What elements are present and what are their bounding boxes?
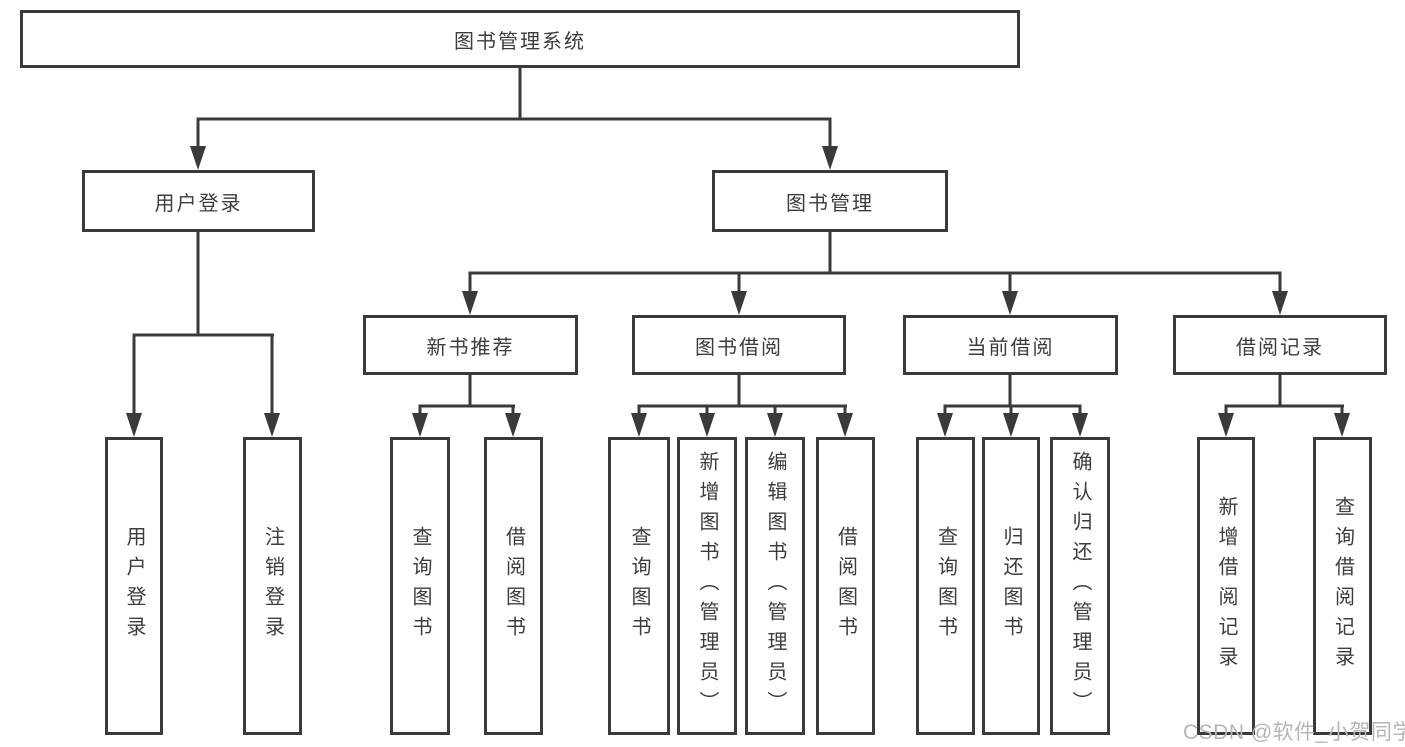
leaf-logout-login: 注销登录: [243, 437, 302, 735]
node-book-management: 图书管理: [712, 170, 948, 232]
leaf-query-borrow-record: 查询借阅记录: [1313, 437, 1372, 735]
leaf-edit-books-admin: 编辑图书（管理员）: [745, 437, 805, 735]
node-user-login: 用户登录: [82, 170, 315, 232]
leaf-confirm-return-admin: 确认归还（管理员）: [1050, 437, 1110, 735]
leaf-return-books: 归还图书: [982, 437, 1040, 735]
node-book-borrow: 图书借阅: [632, 315, 846, 375]
node-borrow-records: 借阅记录: [1173, 315, 1387, 375]
leaf-user-login: 用户登录: [105, 437, 163, 735]
leaf-query-books-current: 查询图书: [916, 437, 975, 735]
leaf-query-books-borrow: 查询图书: [608, 437, 670, 735]
leaf-add-borrow-record: 新增借阅记录: [1197, 437, 1255, 735]
node-new-book-recommend: 新书推荐: [363, 315, 578, 375]
node-current-borrow: 当前借阅: [903, 315, 1118, 375]
leaf-borrow-books: 借阅图书: [816, 437, 875, 735]
watermark: CSDN @软件_小贺同学: [1183, 721, 1405, 744]
leaf-query-books-recommend: 查询图书: [390, 437, 450, 735]
node-root: 图书管理系统: [20, 10, 1020, 68]
leaf-add-books-admin: 新增图书（管理员）: [677, 437, 737, 735]
leaf-borrow-books-recommend: 借阅图书: [484, 437, 543, 735]
